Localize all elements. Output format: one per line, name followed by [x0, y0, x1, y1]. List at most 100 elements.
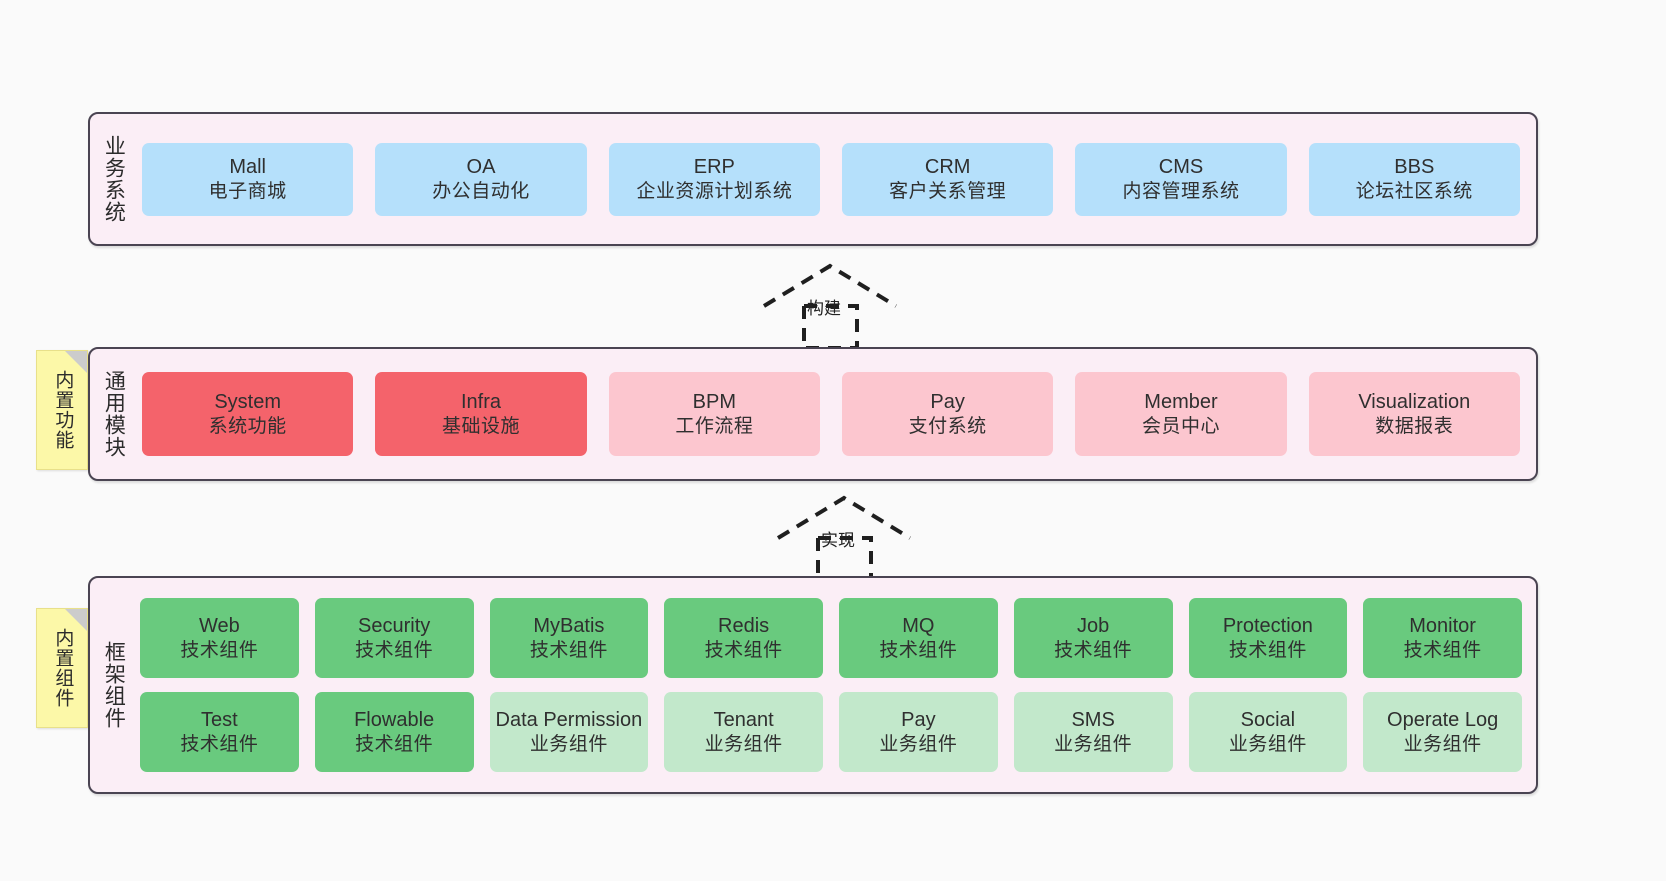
card-title: MyBatis	[533, 615, 605, 638]
card-subtitle: 电子商城	[208, 180, 287, 202]
connector-realize: 实现	[766, 490, 946, 582]
connector-build: 构建	[752, 258, 932, 350]
dashed-hollow-arrow-icon	[776, 495, 912, 582]
card-title: CRM	[924, 156, 971, 179]
card-title: Monitor	[1409, 615, 1476, 638]
layer-body-framework: Web 技术组件 Security 技术组件 MyBatis 技术组件 Redi…	[136, 578, 1536, 792]
layer-caption-business: 业务系统	[102, 135, 126, 223]
card-subtitle: 技术组件	[1403, 639, 1482, 661]
layer-body-business: Mall 电子商城 OA 办公自动化 ERP 企业资源计划系统 CRM 客户关系…	[136, 114, 1536, 244]
card-title: Web	[198, 615, 240, 638]
card-title: Operate Log	[1387, 709, 1499, 732]
card-subtitle: 技术组件	[879, 639, 958, 661]
card-subtitle: 技术组件	[355, 639, 434, 661]
card-monitor[interactable]: Monitor 技术组件	[1363, 598, 1522, 678]
card-title: Social	[1240, 709, 1296, 732]
card-title: BPM	[692, 391, 736, 414]
card-member[interactable]: Member 会员中心	[1075, 372, 1287, 456]
card-pay-component[interactable]: Pay 业务组件	[839, 692, 998, 772]
card-subtitle: 技术组件	[1228, 639, 1307, 661]
card-title: Flowable	[354, 709, 435, 732]
card-row: System 系统功能 Infra 基础设施 BPM 工作流程 Pay 支付系统…	[142, 372, 1520, 456]
card-title: ERP	[693, 156, 735, 179]
card-data-permission[interactable]: Data Permission 业务组件	[489, 692, 649, 772]
card-subtitle: 技术组件	[1054, 639, 1133, 661]
card-subtitle: 论坛社区系统	[1355, 180, 1473, 202]
card-title: Pay	[930, 391, 965, 414]
sticky-note-builtin-features: 内置功能	[36, 350, 88, 470]
card-subtitle: 系统功能	[208, 415, 287, 437]
card-title: Member	[1144, 391, 1218, 414]
card-subtitle: 客户关系管理	[889, 180, 1007, 202]
card-subtitle: 业务组件	[529, 733, 608, 755]
card-flowable[interactable]: Flowable 技术组件	[314, 692, 474, 772]
card-subtitle: 技术组件	[180, 733, 259, 755]
card-subtitle: 技术组件	[529, 639, 608, 661]
card-subtitle: 业务组件	[1403, 733, 1482, 755]
card-row-business: Test 技术组件 Flowable 技术组件 Data Permission …	[140, 692, 1522, 772]
card-cms[interactable]: CMS 内容管理系统	[1075, 142, 1287, 216]
card-erp[interactable]: ERP 企业资源计划系统	[608, 142, 820, 216]
card-redis[interactable]: Redis 技术组件	[664, 598, 823, 678]
card-title: MQ	[902, 615, 935, 638]
card-bbs[interactable]: BBS 论坛社区系统	[1308, 142, 1520, 216]
card-title: Infra	[460, 391, 501, 414]
card-social[interactable]: Social 业务组件	[1188, 692, 1348, 772]
connector-build-label: 构建	[807, 299, 841, 318]
card-title: Data Permission	[495, 709, 643, 732]
card-title: System	[214, 391, 281, 414]
card-subtitle: 业务组件	[1054, 733, 1133, 755]
card-title: Test	[201, 709, 238, 732]
card-pay[interactable]: Pay 支付系统	[841, 372, 1054, 456]
card-subtitle: 工作流程	[675, 415, 754, 437]
card-title: BBS	[1394, 156, 1435, 179]
card-title: Protection	[1222, 615, 1313, 638]
card-subtitle: 会员中心	[1141, 415, 1220, 437]
sticky-fold-corner-icon	[65, 609, 87, 631]
card-subtitle: 业务组件	[704, 733, 783, 755]
card-title: Security	[358, 615, 431, 638]
sticky-note-builtin-components: 内置组件	[36, 608, 88, 728]
layer-framework-components: 框架组件 Web 技术组件 Security 技术组件 MyBatis 技术组件…	[88, 576, 1538, 794]
layer-common-modules: 通用模块 System 系统功能 Infra 基础设施 BPM 工作流程 Pay…	[88, 347, 1538, 481]
card-mall[interactable]: Mall 电子商城	[142, 142, 354, 216]
sticky-fold-corner-icon	[65, 351, 87, 373]
card-title: Job	[1077, 615, 1110, 638]
card-oa[interactable]: OA 办公自动化	[375, 142, 587, 216]
layer-business-systems: 业务系统 Mall 电子商城 OA 办公自动化 ERP 企业资源计划系统 CRM…	[88, 112, 1538, 246]
card-operate-log[interactable]: Operate Log 业务组件	[1363, 692, 1522, 772]
card-title: OA	[466, 156, 496, 179]
connector-realize-label: 实现	[821, 531, 855, 550]
card-mq[interactable]: MQ 技术组件	[839, 598, 998, 678]
card-tenant[interactable]: Tenant 业务组件	[664, 692, 823, 772]
card-sms[interactable]: SMS 业务组件	[1013, 692, 1173, 772]
layer-caption-framework: 框架组件	[102, 641, 126, 729]
card-subtitle: 企业资源计划系统	[636, 180, 793, 202]
sticky-label: 内置功能	[52, 370, 74, 450]
card-infra[interactable]: Infra 基础设施	[375, 372, 587, 456]
sticky-label: 内置组件	[52, 628, 74, 708]
card-protection[interactable]: Protection 技术组件	[1188, 598, 1348, 678]
card-visualization[interactable]: Visualization 数据报表	[1308, 372, 1520, 456]
card-security[interactable]: Security 技术组件	[314, 598, 474, 678]
card-row-technical: Web 技术组件 Security 技术组件 MyBatis 技术组件 Redi…	[140, 598, 1522, 678]
card-system[interactable]: System 系统功能	[142, 372, 354, 456]
card-subtitle: 支付系统	[908, 415, 987, 437]
card-title: CMS	[1158, 156, 1204, 179]
card-title: Tenant	[713, 709, 774, 732]
card-subtitle: 业务组件	[879, 733, 958, 755]
card-job[interactable]: Job 技术组件	[1013, 598, 1173, 678]
card-web[interactable]: Web 技术组件	[140, 598, 299, 678]
card-subtitle: 办公自动化	[432, 180, 530, 202]
card-bpm[interactable]: BPM 工作流程	[608, 372, 820, 456]
card-title: Visualization	[1358, 391, 1471, 414]
card-test[interactable]: Test 技术组件	[140, 692, 299, 772]
card-mybatis[interactable]: MyBatis 技术组件	[489, 598, 649, 678]
card-row: Mall 电子商城 OA 办公自动化 ERP 企业资源计划系统 CRM 客户关系…	[142, 142, 1520, 216]
card-subtitle: 内容管理系统	[1122, 180, 1240, 202]
card-crm[interactable]: CRM 客户关系管理	[841, 142, 1054, 216]
card-title: Mall	[229, 156, 266, 179]
card-subtitle: 基础设施	[441, 415, 520, 437]
card-subtitle: 技术组件	[355, 733, 434, 755]
